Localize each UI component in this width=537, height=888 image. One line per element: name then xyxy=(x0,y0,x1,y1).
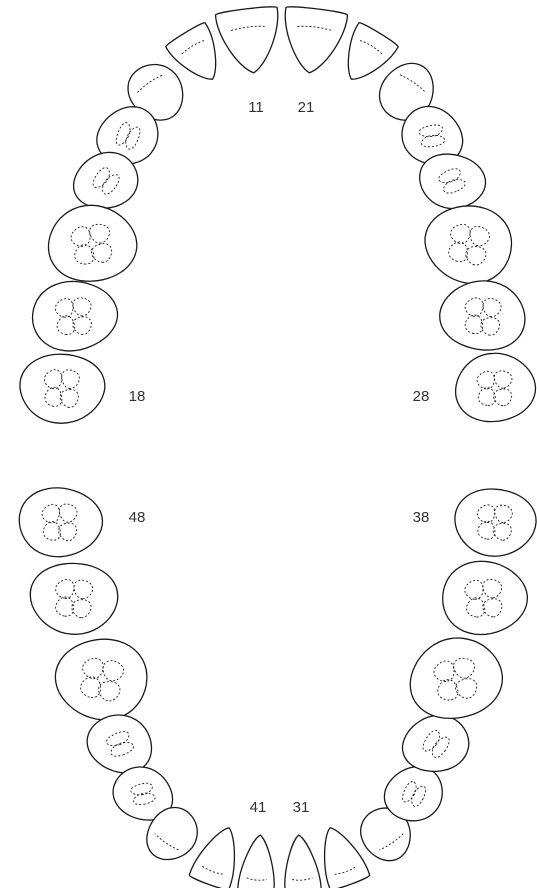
tooth-31[interactable] xyxy=(281,834,322,888)
tooth-outline xyxy=(55,639,147,720)
tooth-21[interactable] xyxy=(278,5,347,76)
tooth-outline xyxy=(30,563,117,634)
tooth-47[interactable] xyxy=(30,563,117,634)
tooth-outline xyxy=(456,353,536,421)
tooth-11[interactable] xyxy=(215,5,284,76)
tooth-outline xyxy=(19,488,102,557)
tooth-outline xyxy=(425,206,511,284)
tooth-35[interactable] xyxy=(402,715,468,771)
label-41: 41 xyxy=(250,799,267,816)
label-28: 28 xyxy=(413,388,430,405)
tooth-27[interactable] xyxy=(440,281,525,350)
tooth-outline xyxy=(87,715,151,773)
tooth-outline xyxy=(20,354,105,423)
tooth-36[interactable] xyxy=(410,638,502,718)
tooth-37[interactable] xyxy=(443,561,528,634)
tooth-outline xyxy=(278,5,347,76)
tooth-outline xyxy=(48,205,136,281)
tooth-17[interactable] xyxy=(33,281,118,351)
tooth-outline xyxy=(238,834,279,888)
tooth-28[interactable] xyxy=(456,353,536,421)
label-38: 38 xyxy=(413,509,430,526)
label-48: 48 xyxy=(129,509,146,526)
tooth-16[interactable] xyxy=(48,205,136,281)
tooth-outline xyxy=(443,561,528,634)
tooth-outline xyxy=(215,5,284,76)
tooth-outline xyxy=(440,281,525,350)
tooth-25[interactable] xyxy=(420,154,486,209)
tooth-26[interactable] xyxy=(425,206,511,284)
tooth-outline xyxy=(384,767,442,821)
tooth-outline xyxy=(33,281,118,351)
tooth-18[interactable] xyxy=(20,354,105,423)
tooth-15[interactable] xyxy=(74,152,138,208)
label-18: 18 xyxy=(129,388,146,405)
label-11: 11 xyxy=(248,99,264,116)
tooth-38[interactable] xyxy=(455,489,536,556)
tooth-34[interactable] xyxy=(384,767,442,821)
label-21: 21 xyxy=(298,99,315,116)
tooth-46[interactable] xyxy=(55,639,147,720)
tooth-outline xyxy=(420,154,486,209)
teeth-group xyxy=(19,5,536,888)
tooth-41[interactable] xyxy=(238,834,279,888)
tooth-45[interactable] xyxy=(87,715,151,773)
tooth-outline xyxy=(455,489,536,556)
tooth-48[interactable] xyxy=(19,488,102,557)
tooth-outline xyxy=(410,638,502,718)
label-31: 31 xyxy=(293,799,310,816)
